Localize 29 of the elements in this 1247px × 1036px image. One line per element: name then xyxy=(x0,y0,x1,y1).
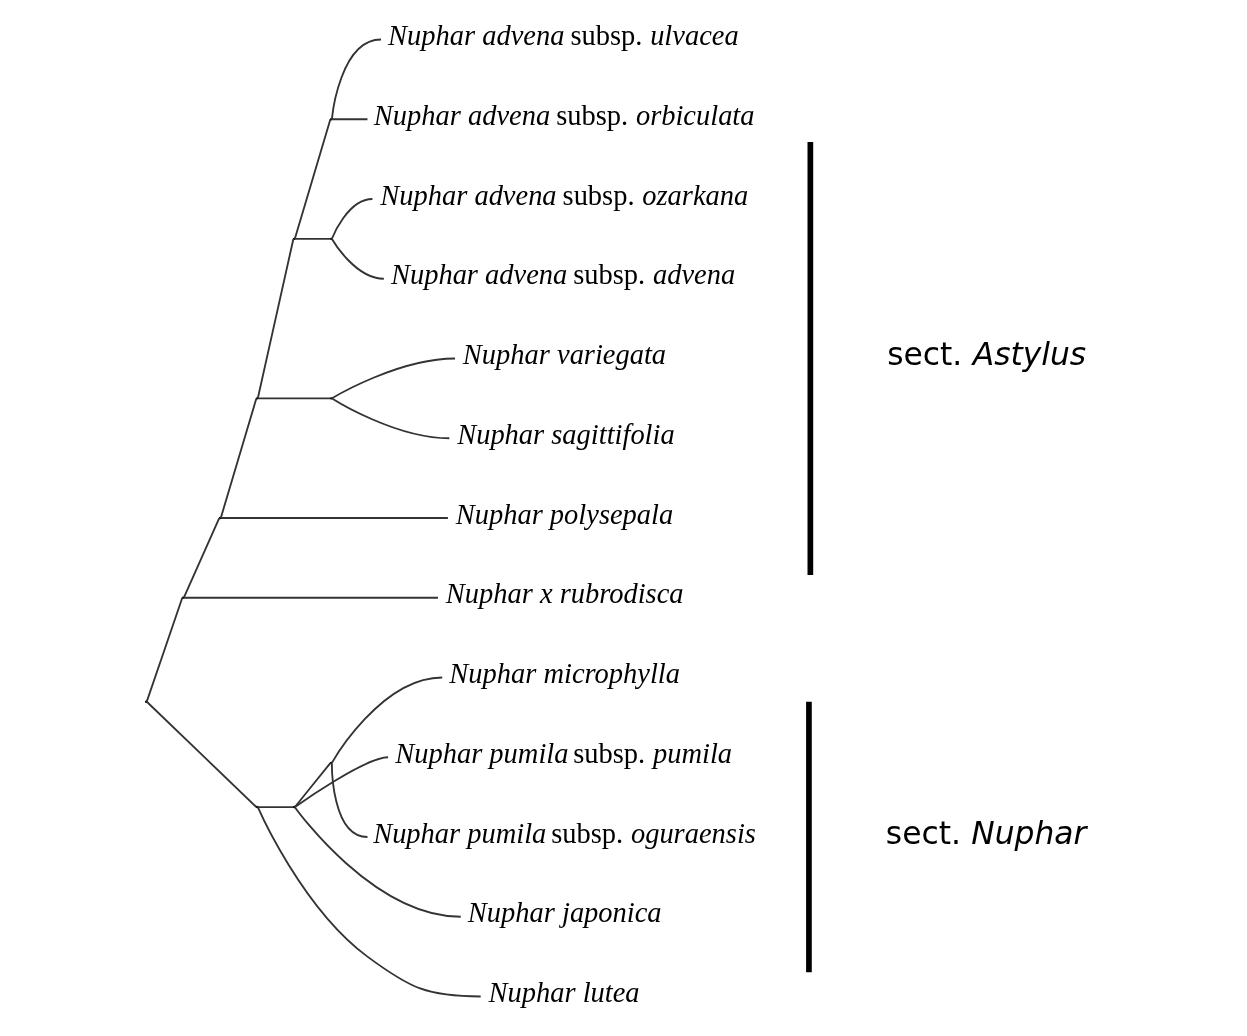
connector xyxy=(182,596,439,599)
node-point xyxy=(218,516,221,520)
node-text: Nuphar x rubrodisca xyxy=(445,578,684,610)
node-point xyxy=(181,596,184,599)
node-text: Nuphar polysepala xyxy=(455,498,673,530)
node-point xyxy=(329,397,332,400)
node-text: Nuphar japonica xyxy=(467,897,662,929)
node-text: Nuphar microphylla xyxy=(448,658,680,690)
connector xyxy=(330,357,456,400)
node-point xyxy=(255,397,258,400)
connector xyxy=(330,397,450,440)
node-text: Nuphar advena subsp. ulvacea xyxy=(387,20,739,52)
node-point xyxy=(292,805,295,809)
node-text: Nuphar lutea xyxy=(488,977,640,1009)
node-text: Nuphar advena subsp. advena xyxy=(390,259,735,291)
label: sect. Nuphar xyxy=(885,814,1086,851)
node-point xyxy=(329,761,332,765)
node-text: Nuphar variegata xyxy=(462,339,666,371)
label: sect. Astylus xyxy=(886,336,1086,373)
node-point xyxy=(329,118,332,121)
node-text: Nuphar sagittifolia xyxy=(456,418,675,450)
node-text: Nuphar advena subsp. orbiculata xyxy=(373,99,755,131)
node-point xyxy=(255,805,258,809)
node-text: Nuphar pumila subsp. pumila xyxy=(394,737,732,769)
node-text: Nuphar advena subsp. ozarkana xyxy=(379,179,748,211)
node-point xyxy=(292,237,295,241)
node-text: Nuphar pumila subsp. oguraensis xyxy=(372,817,756,849)
node-point xyxy=(329,237,332,241)
node-point xyxy=(144,700,147,703)
